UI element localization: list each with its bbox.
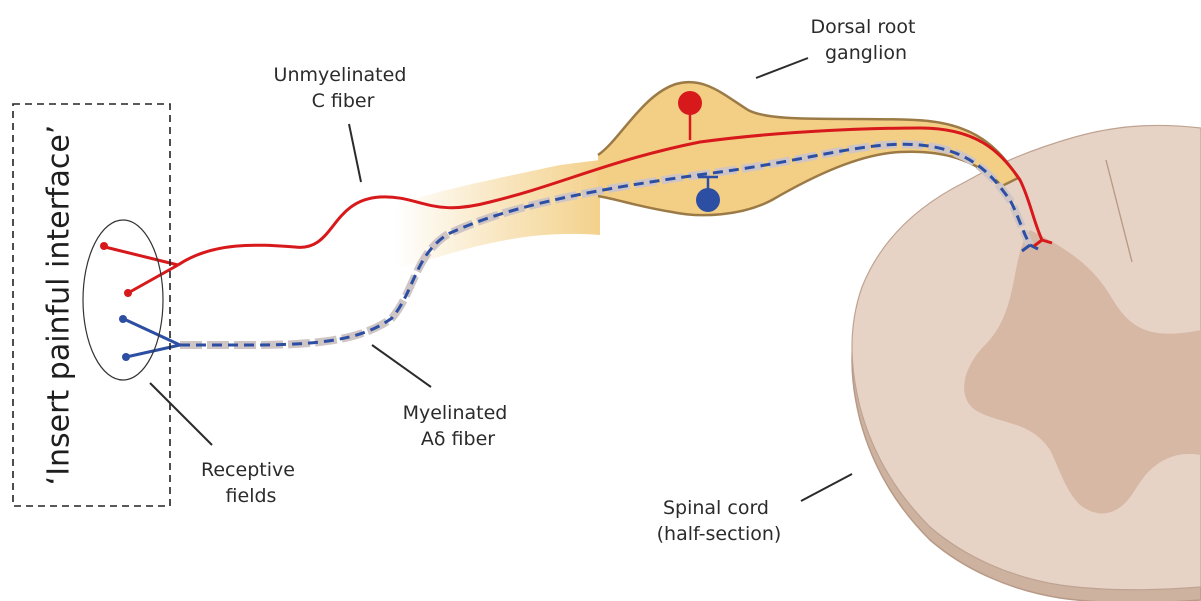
a-delta-ending-lower: [122, 353, 130, 361]
a-fiber-label: Myelinated Aδ fiber: [403, 402, 514, 450]
c-fiber-label-line2: C fiber: [312, 90, 375, 112]
c-fiber-label-line1: Unmyelinated: [274, 64, 407, 86]
a-fiber-label-line1: Myelinated: [403, 402, 508, 424]
spinal-cord-label: Spinal cord (half-section): [657, 497, 782, 545]
drg-leader: [756, 58, 808, 78]
c-fiber-label: Unmyelinated C fiber: [274, 64, 413, 112]
receptive-fields-label: Receptive fields: [201, 459, 301, 507]
receptive-label-line2: fields: [226, 485, 277, 507]
receptive-label-line1: Receptive: [201, 459, 295, 481]
c-fiber-leader: [349, 124, 361, 182]
spinal-label-line1: Spinal cord: [663, 497, 769, 519]
spinal-label-line2: (half-section): [657, 523, 782, 545]
a-delta-ending-upper: [119, 315, 127, 323]
c-fiber-ending-lower: [124, 289, 132, 297]
drg-label-line1: Dorsal root: [810, 16, 915, 38]
interface-placeholder-box: [13, 104, 170, 506]
a-fiber-leader: [372, 345, 431, 387]
spinal-cord-leader: [801, 474, 852, 501]
drg-label-line2: ganglion: [825, 42, 907, 64]
a-delta-cell-body: [696, 188, 720, 212]
receptive-leader: [150, 383, 212, 445]
a-fiber-label-line2: Aδ fiber: [421, 428, 495, 450]
c-fiber-cell-body: [678, 91, 702, 115]
drg-label: Dorsal root ganglion: [810, 16, 921, 64]
c-fiber-ending-upper: [100, 242, 108, 250]
interface-placeholder-text: ‘Insert painful interface’: [42, 125, 77, 486]
